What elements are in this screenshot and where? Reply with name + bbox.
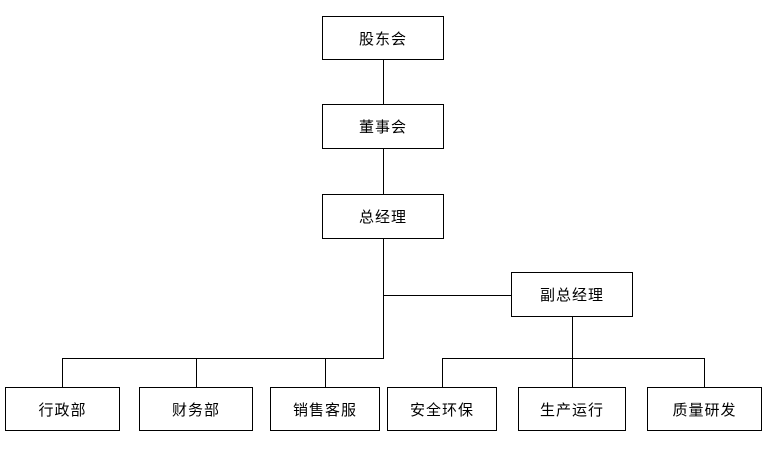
connector-general-manager-trunk xyxy=(383,239,384,359)
drop-quality-rd xyxy=(704,358,705,387)
node-administration-dept: 行政部 xyxy=(5,387,120,431)
node-board-of-directors: 董事会 xyxy=(322,104,444,149)
drop-administration-dept xyxy=(62,358,63,387)
drop-sales-customer-service xyxy=(325,358,326,387)
node-production-operations: 生产运行 xyxy=(518,387,626,431)
node-safety-environment: 安全环保 xyxy=(387,387,497,431)
node-deputy-general-manager: 副总经理 xyxy=(511,272,633,317)
drop-finance-dept xyxy=(196,358,197,387)
connector-general-manager-to-deputy xyxy=(383,295,511,296)
node-finance-dept: 财务部 xyxy=(139,387,253,431)
connector-board-to-general-manager xyxy=(383,149,384,194)
drop-safety-environment xyxy=(442,358,443,387)
node-sales-customer-service: 销售客服 xyxy=(270,387,380,431)
node-general-manager: 总经理 xyxy=(322,194,444,239)
node-shareholders-meeting: 股东会 xyxy=(322,16,444,60)
bus-left-departments xyxy=(62,358,384,359)
bus-right-departments xyxy=(442,358,705,359)
connector-shareholders-to-board xyxy=(383,60,384,104)
connector-deputy-trunk xyxy=(572,317,573,387)
node-quality-rd: 质量研发 xyxy=(647,387,762,431)
